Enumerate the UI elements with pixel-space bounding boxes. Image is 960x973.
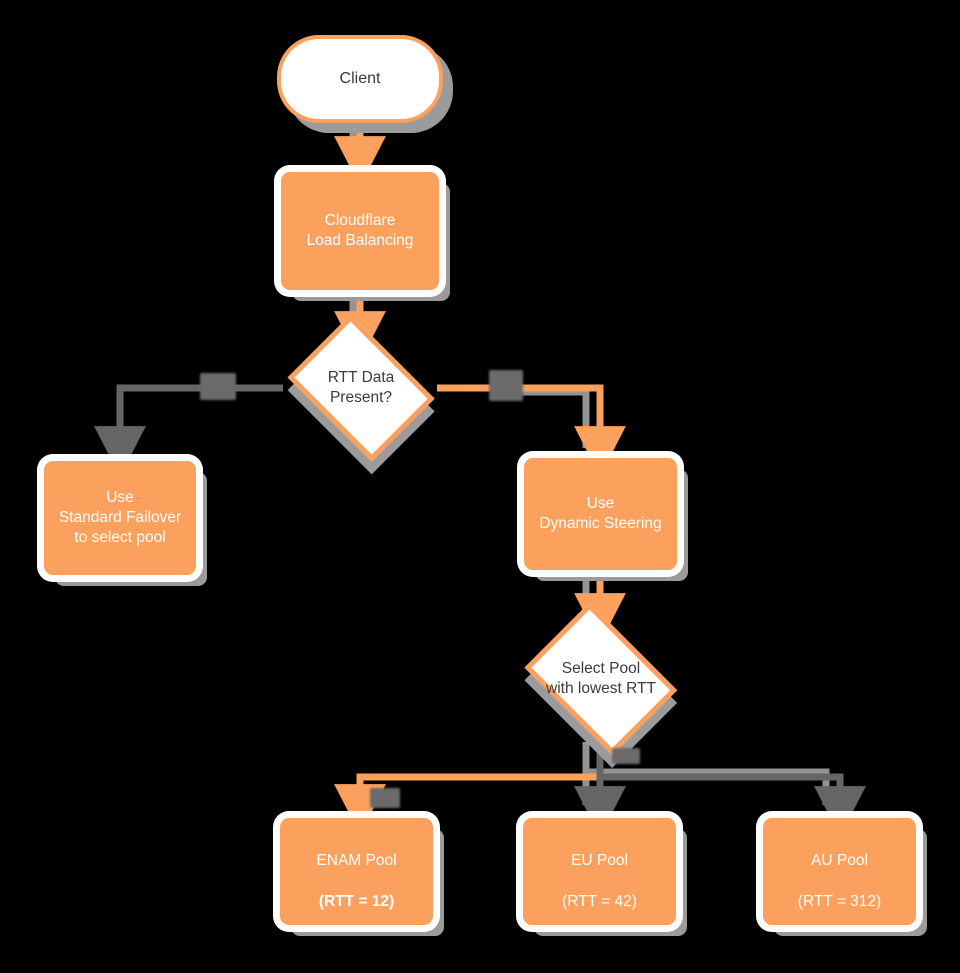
edge-label-pool-enam [370, 788, 400, 808]
node-rtt-data-present[interactable]: RTT Data Present? [277, 314, 445, 462]
node-au-pool[interactable]: AU Pool (RTT = 312) [763, 818, 916, 925]
node-standard-failover[interactable]: Use Standard Failover to select pool [44, 461, 196, 575]
node-cloudflare-load-balancing[interactable]: Cloudflare Load Balancing [281, 172, 439, 290]
node-au-pool-rtt: (RTT = 312) [797, 892, 882, 910]
edge-select-pool-to-au [600, 773, 866, 837]
node-eu-pool-rtt: (RTT = 42) [562, 892, 637, 910]
node-eu-pool-label: EU Pool (RTT = 42) [556, 831, 643, 912]
node-eu-pool-name: EU Pool [571, 852, 628, 870]
node-client-label: Client [339, 69, 381, 87]
node-cloudflare-load-balancing-label: Cloudflare Load Balancing [306, 211, 414, 249]
node-au-pool-label: AU Pool (RTT = 312) [792, 831, 887, 912]
node-enam-pool-label: ENAM Pool (RTT = 12) [310, 831, 402, 912]
node-au-pool-name: AU Pool [811, 852, 868, 870]
edge-label-rtt-no [200, 373, 236, 400]
edge-label-pool-eu [612, 748, 640, 764]
node-client[interactable]: Client [277, 35, 443, 123]
node-eu-pool[interactable]: EU Pool (RTT = 42) [523, 818, 676, 925]
node-rtt-data-present-label: RTT Data Present? [327, 368, 395, 406]
node-select-pool-lowest-rtt[interactable]: Select Pool with lowest RTT [513, 602, 689, 756]
node-dynamic-steering[interactable]: Use Dynamic Steering [524, 458, 677, 570]
edge-label-rtt-yes [489, 370, 523, 401]
node-enam-pool[interactable]: ENAM Pool (RTT = 12) [280, 818, 433, 925]
node-enam-pool-rtt: (RTT = 12) [318, 892, 395, 910]
node-dynamic-steering-label: Use Dynamic Steering [539, 494, 662, 532]
node-enam-pool-name: ENAM Pool [316, 852, 397, 870]
node-standard-failover-label: Use Standard Failover to select pool [58, 488, 182, 547]
node-select-pool-lowest-rtt-label: Select Pool with lowest RTT [546, 659, 656, 697]
